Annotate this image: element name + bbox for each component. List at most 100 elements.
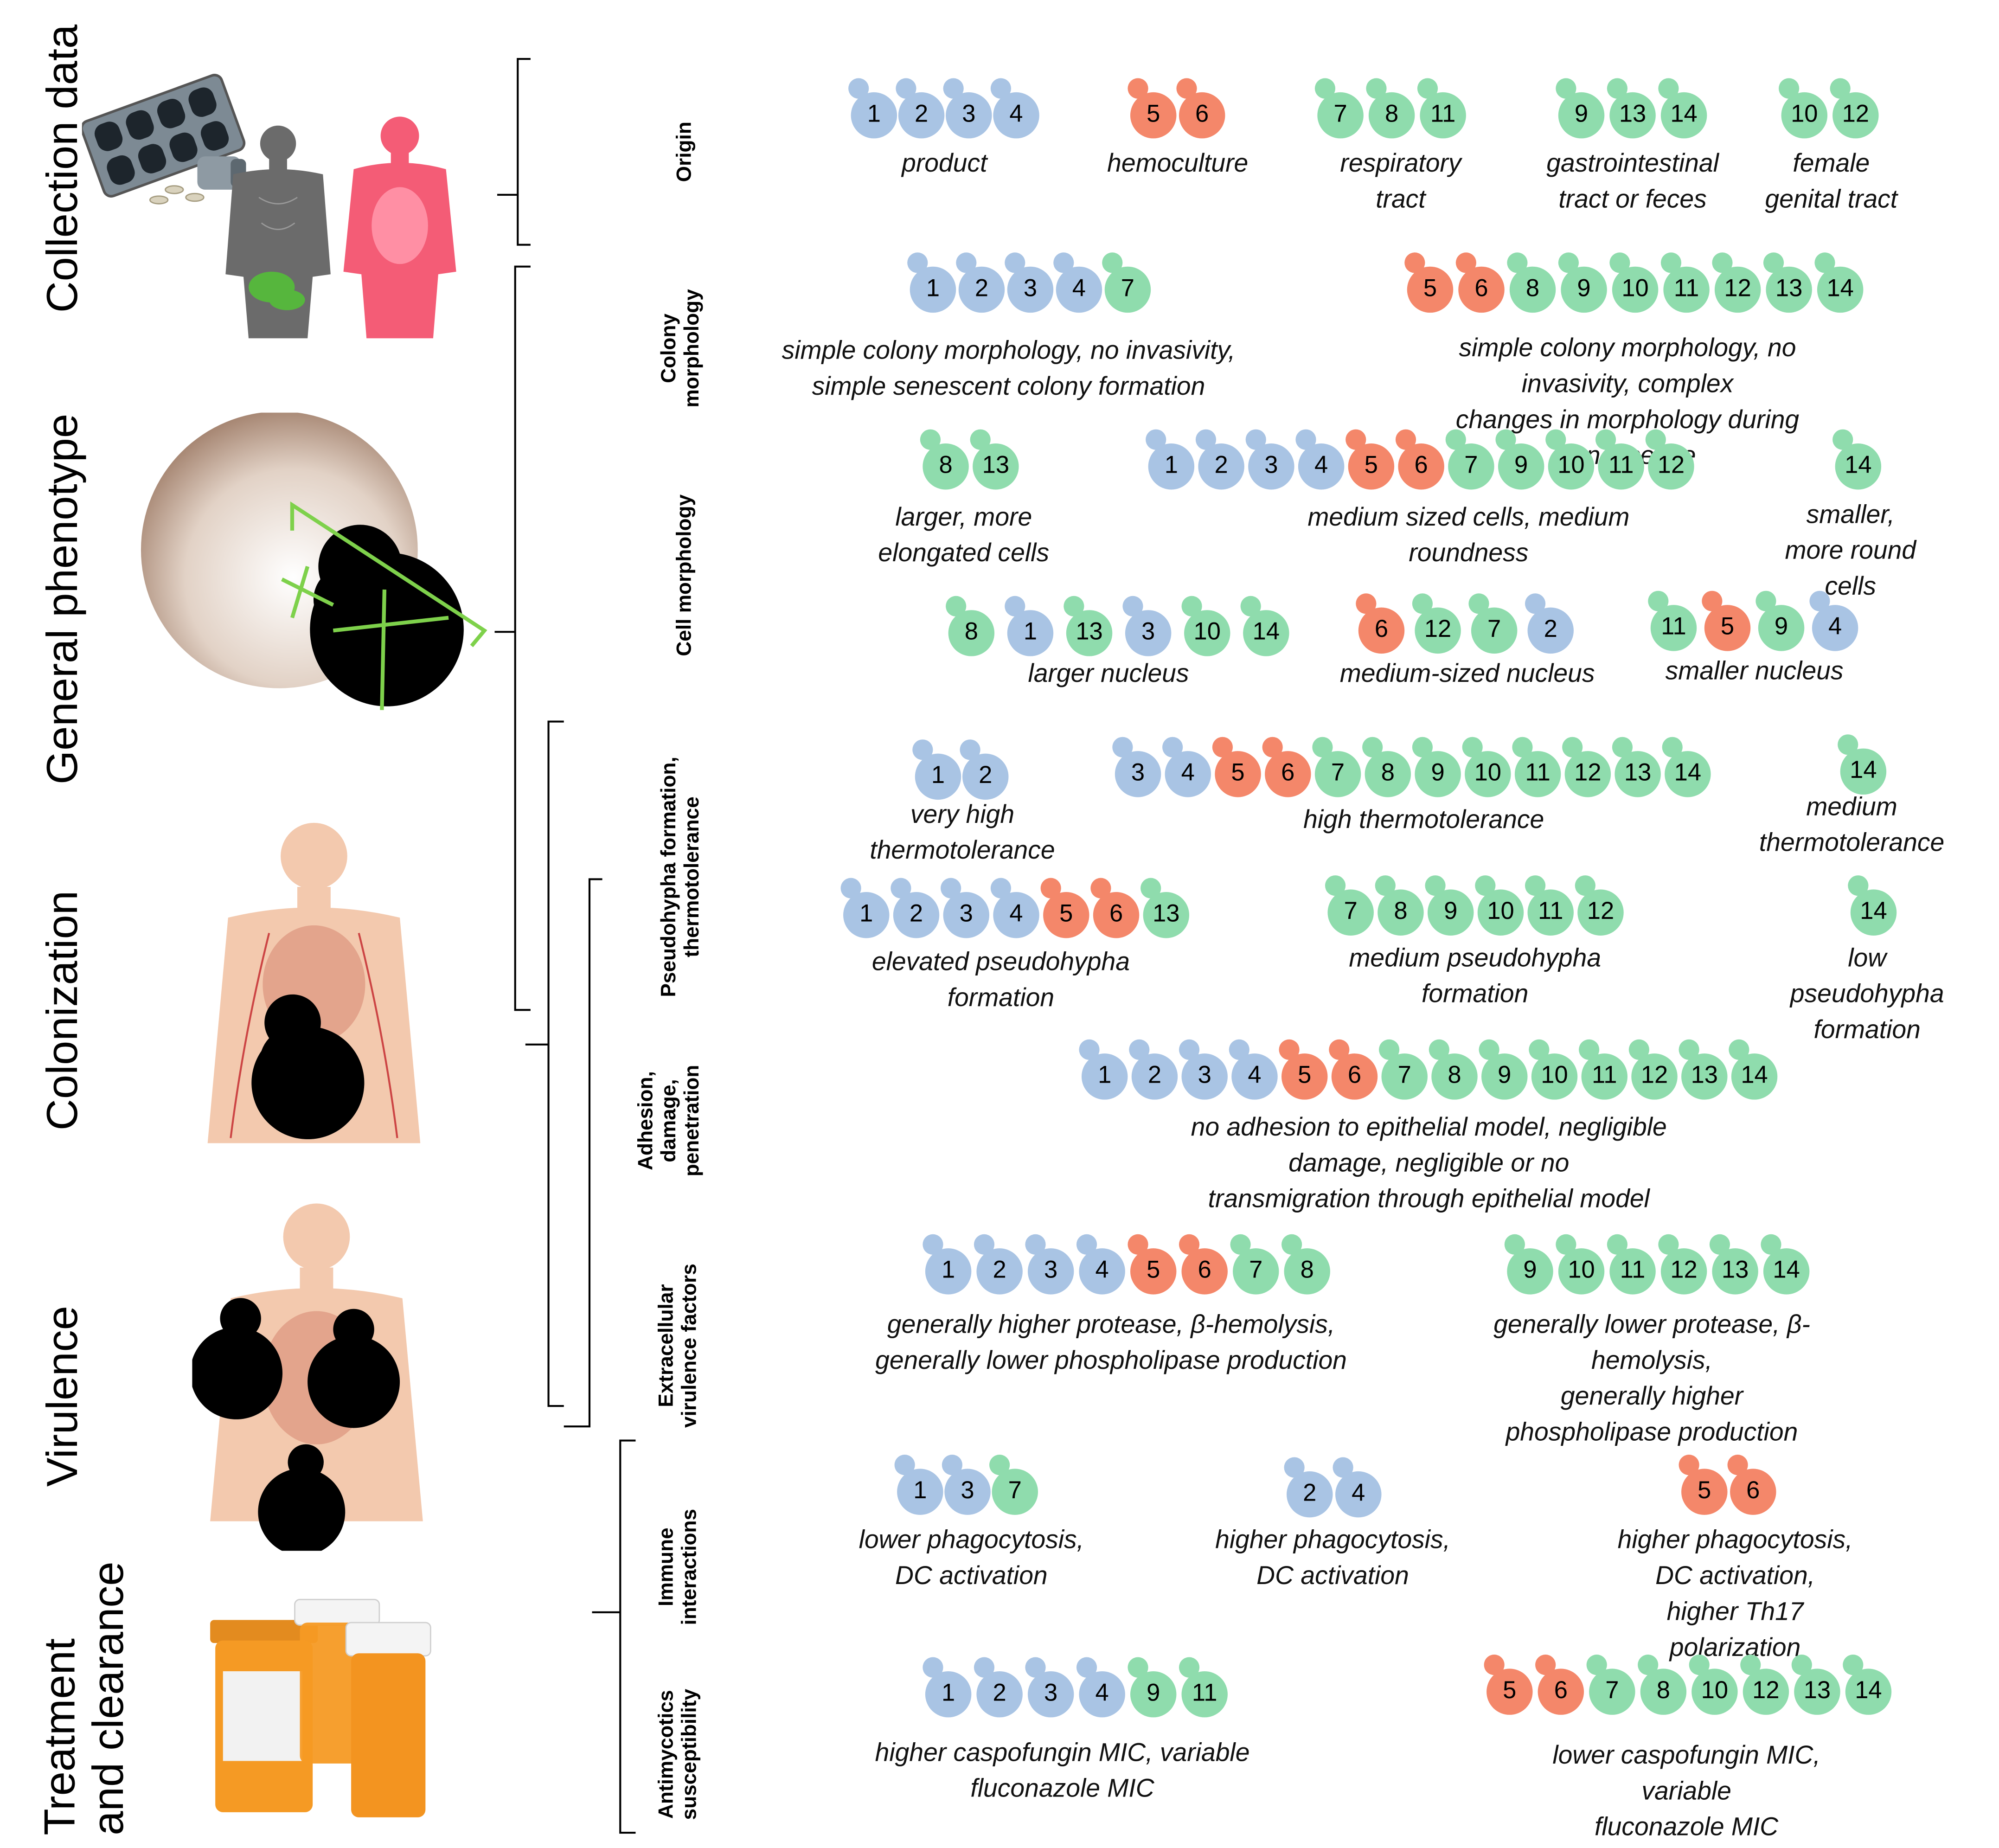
strain-cell: 7 bbox=[989, 1455, 1038, 1515]
row-label-antimycotics: Antimycotics susceptibility bbox=[656, 1688, 701, 1820]
strain-cell: 5 bbox=[1345, 429, 1395, 490]
strain-number: 8 bbox=[1656, 1677, 1670, 1705]
strain-body bbox=[1498, 443, 1544, 490]
strain-cell: 14 bbox=[1843, 1655, 1892, 1715]
strain-body bbox=[1731, 1053, 1778, 1100]
strain-number: 3 bbox=[1264, 452, 1278, 480]
strain-body bbox=[1066, 610, 1113, 656]
strain-cell: 1 bbox=[1079, 1039, 1128, 1100]
strain-cell: 14 bbox=[1838, 734, 1887, 795]
strain-cell: 12 bbox=[1712, 252, 1761, 313]
strain-body bbox=[1081, 1053, 1128, 1100]
strain-cell: 1 bbox=[907, 252, 956, 313]
group-caption: simple colony morphology, no invasivity,… bbox=[782, 337, 1236, 401]
strain-cell: 14 bbox=[1848, 875, 1897, 936]
strain-cell: 12 bbox=[1562, 737, 1611, 797]
strain-body bbox=[1314, 751, 1361, 797]
strain-cell: 13 bbox=[1140, 878, 1190, 938]
strain-cell: 13 bbox=[970, 429, 1019, 490]
strain-number: 9 bbox=[1577, 276, 1591, 303]
strain-number: 7 bbox=[1605, 1677, 1619, 1705]
strain-cell: 5 bbox=[1128, 1234, 1177, 1295]
bracket-treatment bbox=[592, 1439, 636, 1834]
strain-number: 8 bbox=[1525, 276, 1540, 303]
group-caption: low pseudohypha formation bbox=[1790, 944, 1944, 1045]
strain-body bbox=[1381, 1053, 1428, 1100]
strain-body bbox=[1650, 605, 1697, 651]
strain-number: 3 bbox=[1141, 619, 1155, 646]
strain-number: 6 bbox=[1281, 760, 1295, 787]
strain-number: 10 bbox=[1487, 898, 1514, 925]
strain-body bbox=[962, 753, 1009, 800]
strain-body bbox=[1763, 1248, 1810, 1295]
strain-cell: 4 bbox=[1053, 252, 1102, 313]
strain-body bbox=[1794, 1668, 1840, 1715]
strain-cell: 4 bbox=[1295, 429, 1345, 490]
strain-body bbox=[1420, 92, 1466, 139]
strain-cell: 2 bbox=[891, 878, 940, 938]
strain-body bbox=[898, 92, 945, 139]
strain-number: 11 bbox=[1661, 614, 1686, 641]
strain-body bbox=[1365, 751, 1411, 797]
strain-cell: 2 bbox=[956, 252, 1005, 313]
strain-cell: 9 bbox=[1128, 1657, 1177, 1718]
strain-number: 5 bbox=[1423, 276, 1437, 303]
strain-number: 13 bbox=[1619, 101, 1647, 128]
strain-cell: 5 bbox=[1679, 1455, 1728, 1515]
strain-number: 6 bbox=[1109, 901, 1123, 928]
group-caption: generally higher protease, β-hemolysis, … bbox=[875, 1311, 1347, 1375]
strain-number: 1 bbox=[913, 1477, 927, 1505]
strain-cell: 2 bbox=[974, 1657, 1023, 1718]
human-anatomy-icon bbox=[225, 125, 331, 339]
strain-body bbox=[1368, 92, 1415, 139]
strain-cell: 11 bbox=[1525, 875, 1574, 936]
group-caption: hemoculture bbox=[1107, 150, 1249, 179]
strain-body bbox=[1612, 266, 1659, 313]
strain-number: 4 bbox=[1009, 101, 1023, 128]
strain-cell: 12 bbox=[1658, 1234, 1707, 1295]
strain-number: 9 bbox=[1431, 760, 1445, 787]
strain-cell: 9 bbox=[1495, 429, 1544, 490]
strain-cell: 1 bbox=[923, 1657, 972, 1718]
group-caption: no adhesion to epithelial model, negligi… bbox=[1191, 1114, 1667, 1214]
strain-body bbox=[1265, 751, 1311, 797]
strain-body bbox=[1471, 607, 1518, 654]
strain-body bbox=[1486, 1668, 1533, 1715]
strain-cell: 14 bbox=[1658, 78, 1707, 139]
strain-body bbox=[1558, 92, 1605, 139]
strain-cell: 12 bbox=[1740, 1655, 1789, 1715]
strain-number: 2 bbox=[1147, 1062, 1162, 1090]
strain-number: 7 bbox=[1344, 898, 1358, 925]
strain-cell: 8 bbox=[1362, 737, 1411, 797]
strain-cell: 2 bbox=[960, 739, 1009, 800]
strain-cell: 7 bbox=[1314, 78, 1364, 139]
strain-body bbox=[1609, 1248, 1656, 1295]
strain-cell: 11 bbox=[1417, 78, 1466, 139]
strain-body bbox=[1714, 266, 1761, 313]
group-caption: smaller, more round cells bbox=[1785, 501, 1916, 601]
strain-body bbox=[1027, 1248, 1074, 1295]
strain-cell: 5 bbox=[1279, 1039, 1328, 1100]
strain-cell: 8 bbox=[1507, 252, 1556, 313]
strain-body bbox=[1335, 1471, 1382, 1518]
strain-cell: 1 bbox=[912, 739, 961, 800]
strain-body bbox=[1781, 92, 1828, 139]
row-label-pseudo: Pseudohypha formation, thermotolerance bbox=[659, 757, 704, 997]
strain-body bbox=[1358, 607, 1405, 654]
strain-cell: 10 bbox=[1689, 1655, 1738, 1715]
bracket-phenotype bbox=[494, 265, 531, 1011]
strain-number: 9 bbox=[1523, 1257, 1537, 1284]
strain-number: 3 bbox=[1198, 1062, 1211, 1090]
strain-body bbox=[1840, 748, 1887, 795]
strain-body bbox=[1233, 1248, 1279, 1295]
strain-cell: 2 bbox=[974, 1234, 1023, 1295]
strain-cell: 4 bbox=[1229, 1039, 1278, 1100]
group-caption: product bbox=[902, 150, 987, 179]
strain-cell: 13 bbox=[1791, 1655, 1840, 1715]
strain-cell: 7 bbox=[1230, 1234, 1279, 1295]
strain-number: 14 bbox=[1741, 1062, 1768, 1090]
strain-number: 3 bbox=[1044, 1257, 1058, 1284]
bracket-colonization bbox=[525, 720, 564, 1407]
strain-number: 7 bbox=[1331, 760, 1345, 787]
group-caption: lower caspofungin MIC, variable fluconaz… bbox=[1552, 1741, 1820, 1842]
